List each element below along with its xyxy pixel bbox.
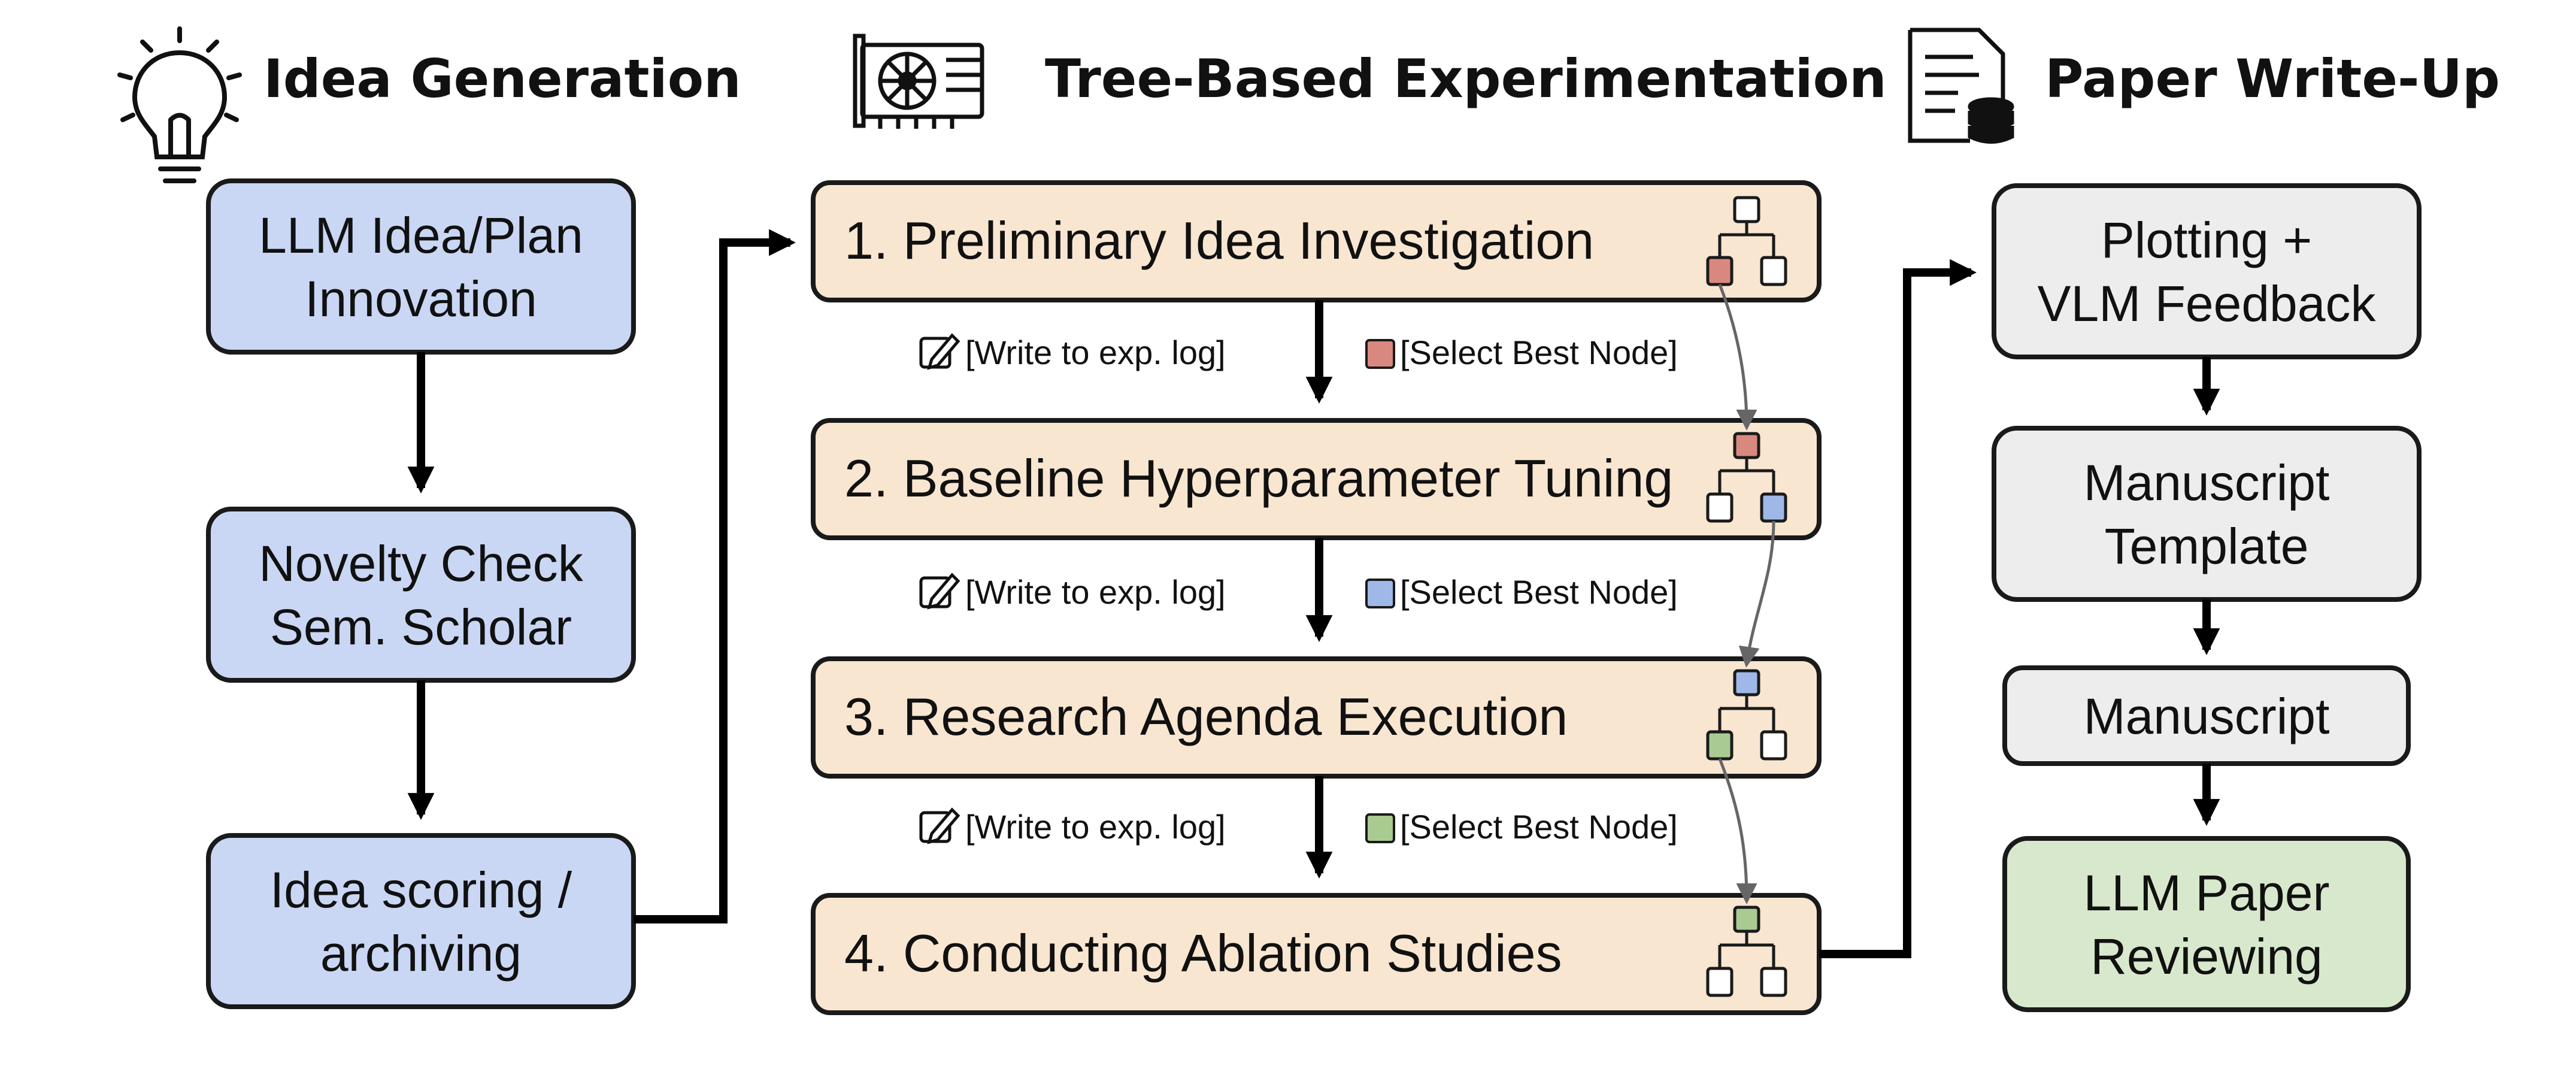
tree-node-icon [1706, 669, 1787, 761]
tree-experimentation-header: Tree-Based Experimentation [1045, 48, 1887, 110]
node-arrow-1-to-2 [1718, 284, 1757, 431]
stage-box-3: 3. Research Agenda Execution [811, 656, 1822, 779]
tree-node-icon [1706, 432, 1787, 523]
stage-box-2: 2. Baseline Hyperparameter Tuning [811, 418, 1822, 540]
idea-box-3-line-2: archiving [320, 925, 522, 982]
idea-box-3: Idea scoring / archiving [206, 833, 636, 1009]
tree-node-selected [1760, 492, 1787, 523]
paper-box-2-line-1: Manuscript [2084, 455, 2330, 511]
node-arrow-3-to-4 [1718, 758, 1757, 904]
lightbulb-icon [117, 26, 242, 183]
gpu-card-icon [853, 34, 984, 129]
tree-node-selected [1706, 730, 1734, 761]
pencil-icon [919, 807, 960, 844]
idea-box-1: LLM Idea/Plan Innovation [206, 178, 636, 355]
arrow-idea-to-stage-1 [634, 229, 796, 923]
paper-box-3: Manuscript [2002, 665, 2411, 766]
stage-1-label: 1. Preliminary Idea Investigation [844, 211, 1594, 270]
select-node-swatch [1365, 339, 1395, 369]
idea-box-2-line-2: Sem. Scholar [270, 599, 572, 655]
paper-box-3-line-1: Manuscript [2084, 688, 2330, 744]
tree-node-icon [1706, 906, 1787, 997]
paper-box-1-line-2: VLM Feedback [2038, 275, 2377, 332]
idea-box-2: Novelty Check Sem. Scholar [206, 507, 636, 683]
tree-node-icon [1706, 196, 1787, 286]
write-log-label: [Write to exp. log] [965, 573, 1226, 611]
stage-box-1: 1. Preliminary Idea Investigation [811, 180, 1822, 302]
pencil-icon [919, 573, 960, 610]
select-best-node-label: [Select Best Node] [1400, 334, 1678, 371]
write-log-label: [Write to exp. log] [965, 334, 1226, 371]
idea-box-2-line-1: Novelty Check [259, 535, 584, 592]
arrow-stage-4-to-paper [1819, 259, 1977, 958]
tree-node-selected [1733, 906, 1760, 933]
paper-box-2: Manuscript Template [1992, 426, 2422, 602]
tree-node-selected [1706, 256, 1734, 286]
paper-box-4-line-1: LLM Paper [2084, 865, 2330, 921]
stage-box-4: 4. Conducting Ablation Studies [811, 893, 1822, 1015]
stage-note-1: [Write to exp. log] [Select Best Node] [919, 333, 1678, 371]
idea-generation-header: Idea Generation [263, 48, 741, 110]
stage-note-2: [Write to exp. log] [Select Best Node] [919, 573, 1678, 611]
stage-2-label: 2. Baseline Hyperparameter Tuning [844, 449, 1673, 508]
pencil-icon [919, 333, 960, 370]
select-node-swatch [1365, 579, 1395, 608]
write-log-label: [Write to exp. log] [965, 808, 1226, 846]
select-best-node-label: [Select Best Node] [1400, 808, 1678, 846]
select-node-swatch [1365, 813, 1395, 843]
paper-box-4: LLM Paper Reviewing [2002, 836, 2411, 1012]
paper-box-2-line-2: Template [2105, 518, 2309, 574]
idea-box-3-line-1: Idea scoring / [270, 862, 572, 918]
paper-box-4-line-2: Reviewing [2090, 928, 2323, 985]
stage-note-3: [Write to exp. log] [Select Best Node] [919, 807, 1678, 846]
paper-writeup-header: Paper Write-Up [2045, 48, 2500, 110]
node-arrow-2-to-3 [1738, 520, 1775, 668]
stage-4-label: 4. Conducting Ablation Studies [844, 923, 1562, 983]
paper-box-1-line-1: Plotting + [2101, 212, 2313, 268]
paper-box-1: Plotting + VLM Feedback [1992, 183, 2422, 359]
stage-3-label: 3. Research Agenda Execution [844, 687, 1568, 746]
select-best-node-label: [Select Best Node] [1400, 573, 1678, 611]
idea-box-1-line-2: Innovation [305, 271, 537, 327]
idea-box-1-line-1: LLM Idea/Plan [259, 207, 583, 264]
document-database-icon [1908, 28, 2014, 144]
